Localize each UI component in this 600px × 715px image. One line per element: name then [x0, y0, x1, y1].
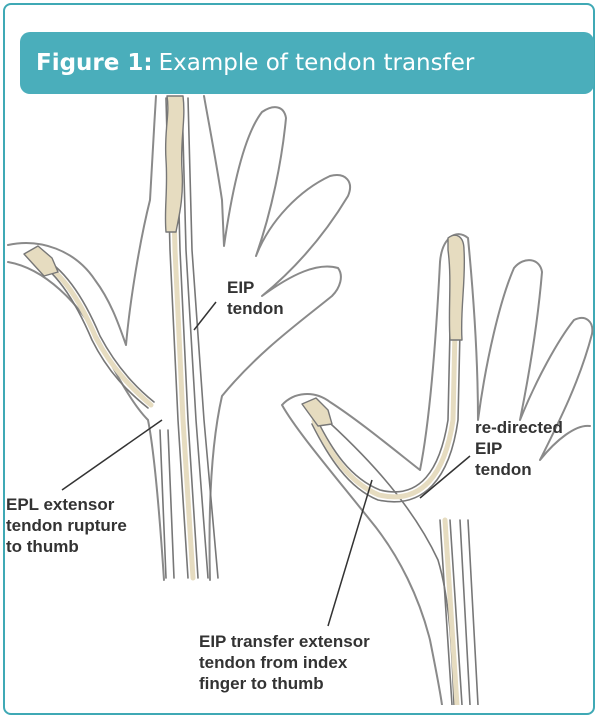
label-eip-transfer: EIP transfer extensor tendon from index … [199, 631, 370, 694]
figure-label: Figure 1: [36, 50, 153, 76]
label-eip-tendon: EIP tendon [227, 277, 284, 319]
leader-epl-rupture [62, 420, 162, 490]
eip-redirected-right [316, 330, 450, 492]
leader-transfer [328, 480, 372, 626]
label-epl-rupture: EPL extensor tendon rupture to thumb [6, 494, 127, 557]
figure-title-bar: Figure 1: Example of tendon transfer [20, 32, 594, 94]
label-redirected-eip: re-directed EIP tendon [475, 417, 563, 480]
epl-stub-right [302, 398, 332, 426]
leader-redirected [420, 456, 470, 498]
eip-muscle-left [165, 96, 183, 232]
epl-stub-left [24, 246, 58, 276]
figure-title: Example of tendon transfer [159, 50, 475, 76]
eip-muscle-right [448, 235, 464, 340]
